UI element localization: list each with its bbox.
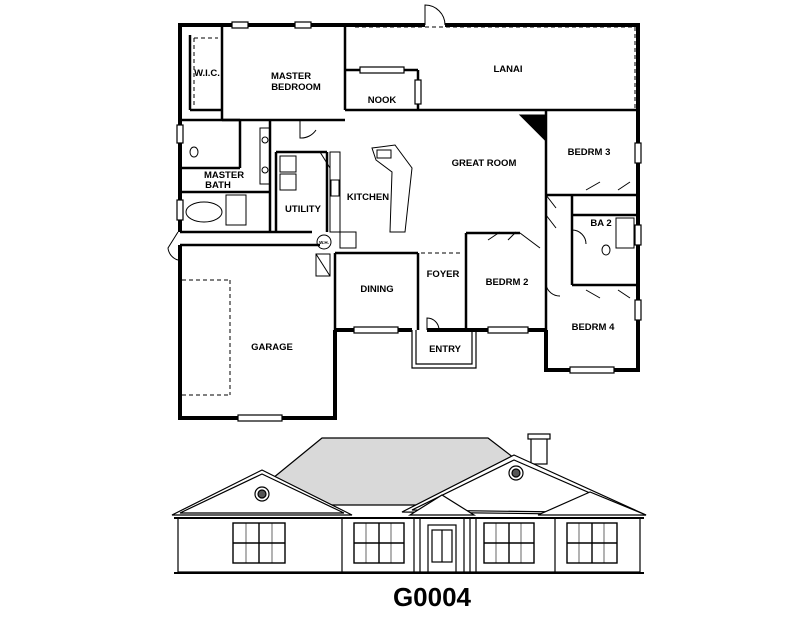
- range-icon: [330, 179, 340, 197]
- washer-icon: [279, 155, 297, 173]
- room-label-bedrm4: BEDRM 4: [572, 322, 615, 333]
- room-label-ba2: BA 2: [590, 218, 611, 229]
- elevation-windows: [232, 522, 618, 564]
- room-label-master-bedroom-line1: MASTER: [271, 71, 311, 82]
- vanity-icon: [259, 127, 271, 185]
- room-label-lanai: LANAI: [493, 64, 522, 75]
- water-heater-icon: [316, 234, 332, 250]
- facade-wall: [177, 517, 641, 573]
- water-heater-label: W.H.: [319, 240, 329, 245]
- room-label-wic: W.I.C.: [194, 68, 220, 79]
- room-label-utility: UTILITY: [285, 204, 322, 215]
- kitchen-counter-icon: [329, 151, 341, 233]
- sink-icon: [376, 149, 392, 159]
- room-labels: W.I.C. MASTER BEDROOM NOOK LANAI GREAT R…: [194, 64, 615, 355]
- room-label-master-bath-line2: BATH: [205, 180, 231, 191]
- exterior-walls: [178, 23, 640, 420]
- far-right-gable: [537, 491, 647, 516]
- room-label-garage: GARAGE: [251, 342, 293, 353]
- entry-porch: [411, 330, 477, 369]
- plan-number: G0004: [393, 582, 472, 612]
- toilet-icon: [601, 244, 611, 256]
- kitchen-island-icon: [371, 144, 413, 233]
- room-label-kitchen: KITCHEN: [347, 192, 389, 203]
- room-label-bedrm2: BEDRM 2: [486, 277, 529, 288]
- bathtub-icon: [185, 201, 223, 223]
- door-swings: [167, 4, 631, 331]
- porch-column: [413, 517, 421, 574]
- room-label-great-room: GREAT ROOM: [452, 158, 517, 169]
- chimney: [530, 437, 548, 465]
- interior-walls: [180, 25, 638, 330]
- front-elevation: [171, 433, 647, 574]
- room-label-master-bath-line1: MASTER: [204, 170, 244, 181]
- room-label-bedrm3: BEDRM 3: [568, 147, 611, 158]
- porch-column: [463, 517, 471, 574]
- porch-gable: [407, 494, 477, 516]
- tub-icon: [615, 217, 635, 249]
- dryer-icon: [279, 173, 297, 191]
- room-label-foyer: FOYER: [427, 269, 460, 280]
- room-label-dining: DINING: [360, 284, 393, 295]
- room-label-nook: NOOK: [368, 95, 397, 106]
- fixtures: [185, 114, 635, 277]
- dashed-openings: [182, 26, 636, 396]
- windows: [176, 21, 642, 422]
- fridge-icon: [339, 231, 357, 249]
- toilet-icon: [189, 146, 199, 158]
- room-label-master-bedroom-line2: BEDROOM: [271, 82, 321, 93]
- fireplace-icon: [518, 114, 546, 142]
- floor-plan: W.I.C. MASTER BEDROOM NOOK LANAI GREAT R…: [167, 4, 642, 422]
- room-label-entry: ENTRY: [429, 344, 462, 355]
